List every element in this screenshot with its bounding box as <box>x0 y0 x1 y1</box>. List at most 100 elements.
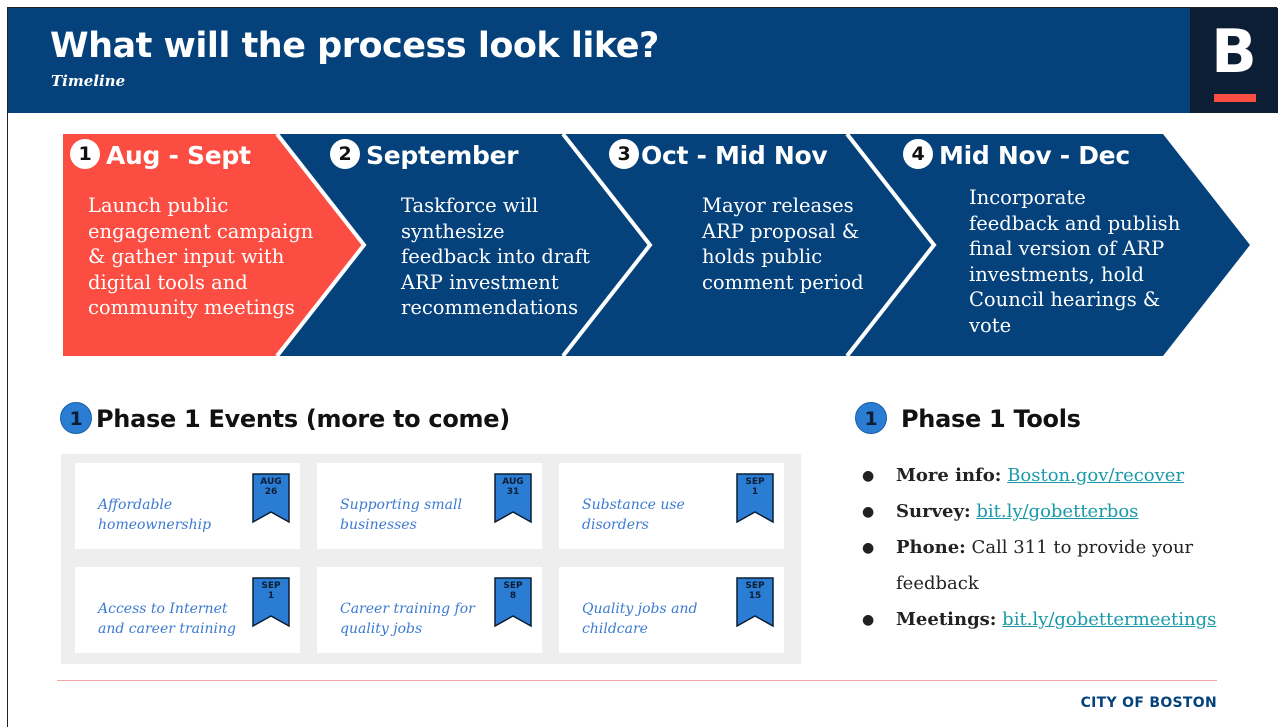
event-card[interactable]: Access to Internet and career training S… <box>75 567 300 653</box>
tools-list: ● More info: Boston.gov/recover ● Survey… <box>862 458 1262 638</box>
event-title: Supporting small businesses <box>340 495 490 535</box>
step-1-line: digital tools and <box>88 270 248 294</box>
date-ribbon-icon <box>494 577 532 627</box>
step-2-line: Taskforce will <box>401 194 539 217</box>
event-title: Career training for quality jobs <box>340 599 490 639</box>
phone-text: Call 311 to provide your feedback <box>896 537 1194 594</box>
step-1-line: community meetings <box>88 296 295 319</box>
event-title-line: Affordable <box>98 497 173 513</box>
step-4-line: Incorporate <box>969 186 1086 209</box>
event-title-line: Career training for <box>340 601 475 617</box>
step-3-label: Oct - Mid Nov <box>641 141 828 170</box>
step-3-line: holds public <box>702 245 823 268</box>
tools-section-title: Phase 1 Tools <box>901 405 1081 433</box>
timeline-chevron-4 <box>847 134 1250 356</box>
date-ribbon-icon <box>252 473 290 523</box>
logo-letter: B <box>1211 17 1257 87</box>
events-section-title: Phase 1 Events (more to come) <box>96 405 510 433</box>
step-3-description: Mayor releases ARP proposal & holds publ… <box>702 193 864 295</box>
event-day: 8 <box>509 591 517 601</box>
step-3-number: 3 <box>609 139 639 169</box>
event-title-line: Substance use <box>582 497 685 513</box>
step-3-line: ARP proposal & <box>702 219 860 243</box>
tool-label: Meetings: <box>896 609 997 630</box>
event-month: AUG <box>502 477 524 487</box>
step-2-label: September <box>366 141 519 170</box>
event-day: 31 <box>506 487 520 497</box>
bullet-icon: ● <box>862 540 875 556</box>
step-3-line: comment period <box>702 270 864 294</box>
step-1-line: & gather input with <box>88 245 285 268</box>
event-title: Affordable homeownership <box>98 495 248 535</box>
bullet-icon: ● <box>862 612 875 628</box>
footer-label: CITY OF BOSTON <box>1080 695 1217 711</box>
date-ribbon-icon <box>494 473 532 523</box>
event-title-line: childcare <box>582 621 648 637</box>
tool-label: More info: <box>896 465 1002 486</box>
step-1-line: Launch public <box>88 194 229 217</box>
step-2-description: Taskforce will synthesize feedback into … <box>401 193 590 321</box>
event-title-line: quality jobs <box>340 621 423 637</box>
step-3-line: Mayor releases <box>702 194 854 217</box>
timeline-chevron-3 <box>563 134 934 356</box>
step-1-line: engagement campaign <box>88 219 314 243</box>
step-4-line: feedback and publish <box>969 211 1181 235</box>
event-title-line: homeownership <box>98 517 212 533</box>
event-title-line: Quality jobs and <box>582 601 698 617</box>
timeline-chevron-1 <box>63 134 364 356</box>
step-4-number: 4 <box>903 139 933 169</box>
meetings-link[interactable]: bit.ly/gobettermeetings <box>1002 609 1217 630</box>
step-2-number: 2 <box>330 139 360 169</box>
event-month: SEP <box>745 477 765 487</box>
step-4-line: investments, hold <box>969 262 1145 286</box>
footer-divider <box>57 680 1217 681</box>
event-title-line: and career training <box>98 621 236 637</box>
step-4-description: Incorporate feedback and publish final v… <box>969 185 1180 338</box>
event-day: 1 <box>267 591 275 601</box>
event-title: Substance use disorders <box>582 495 732 535</box>
tools-section-number: 1 <box>855 402 887 434</box>
tools-list-item: ● Meetings: bit.ly/gobettermeetings <box>862 602 1262 638</box>
bullet-icon: ● <box>862 504 875 520</box>
step-2-line: synthesize <box>401 219 505 243</box>
event-title-line: businesses <box>340 517 417 533</box>
event-day: 15 <box>748 591 762 601</box>
logo-underline <box>1214 94 1256 102</box>
step-2-line: feedback into draft <box>401 245 590 268</box>
event-title: Quality jobs and childcare <box>582 599 732 639</box>
event-day: 26 <box>264 487 278 497</box>
event-title-line: Supporting small <box>340 497 462 513</box>
tools-list-item: ● More info: Boston.gov/recover <box>862 458 1262 494</box>
event-day: 1 <box>751 487 759 497</box>
chevron-separator <box>561 132 653 358</box>
slide-frame <box>7 7 1277 727</box>
event-month: AUG <box>260 477 282 487</box>
event-title: Access to Internet and career training <box>98 599 248 639</box>
survey-link[interactable]: bit.ly/gobetterbos <box>976 501 1139 522</box>
chevron-separator <box>275 132 367 358</box>
step-4-label: Mid Nov - Dec <box>939 141 1130 170</box>
timeline-chevron-2 <box>277 134 650 356</box>
step-4-line: Council hearings & <box>969 288 1161 311</box>
date-ribbon-icon <box>252 577 290 627</box>
event-title-line: disorders <box>582 517 649 533</box>
step-4-line: final version of ARP <box>969 237 1165 260</box>
step-1-description: Launch public engagement campaign & gath… <box>88 193 313 321</box>
chevron-separator <box>845 132 937 358</box>
more-info-link[interactable]: Boston.gov/recover <box>1007 465 1185 486</box>
page-subtitle: Timeline <box>51 72 126 90</box>
